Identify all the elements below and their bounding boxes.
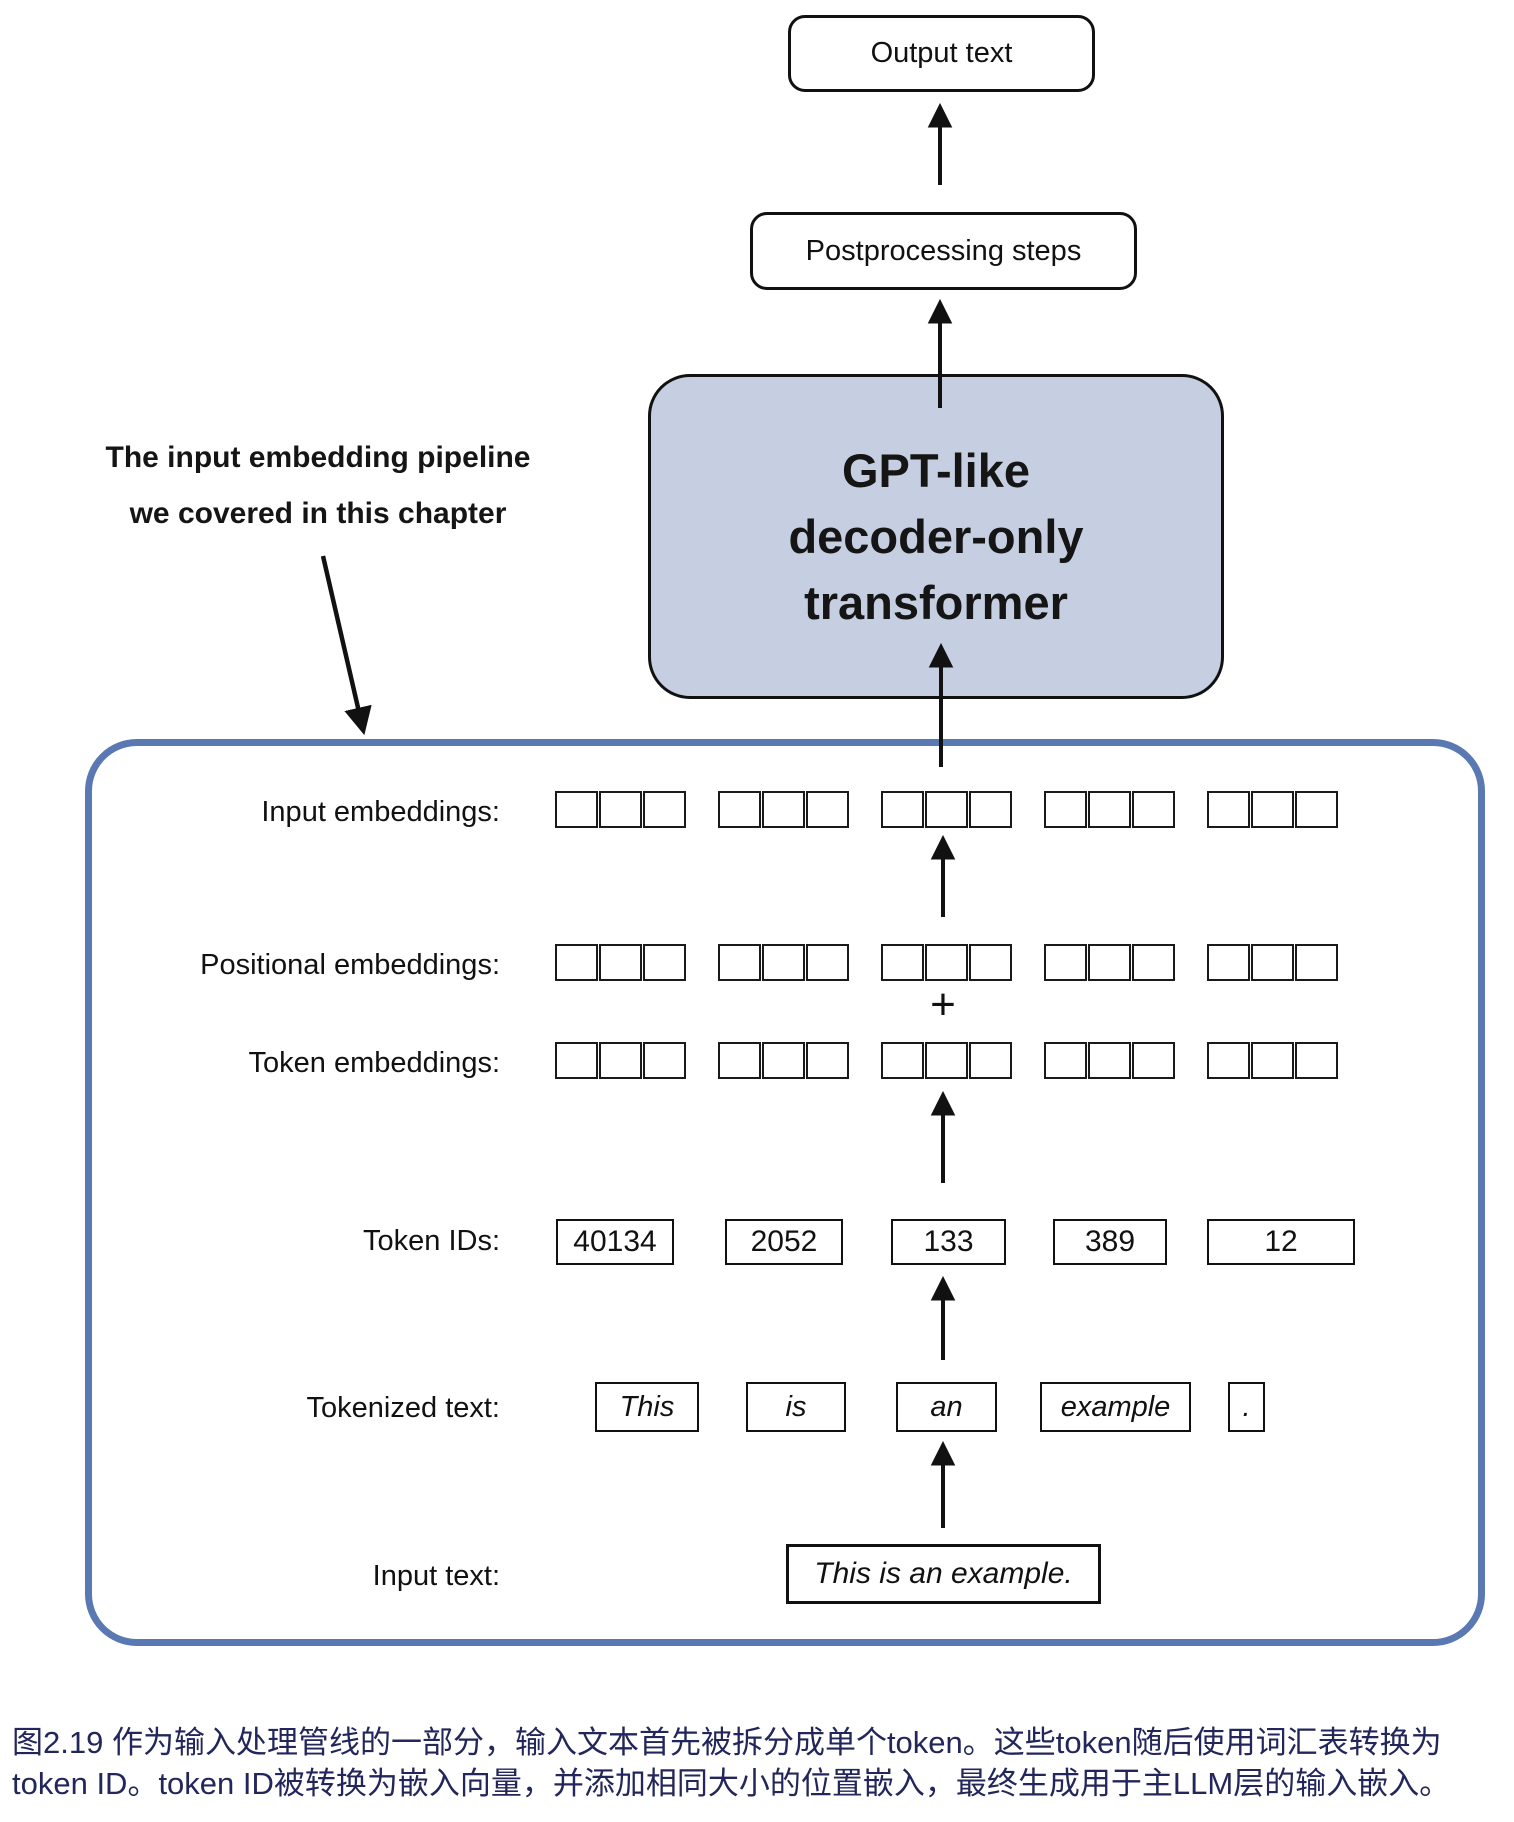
embedding-cell [599, 791, 642, 828]
token-id-box: 389 [1053, 1219, 1167, 1265]
embedding-vector-group [1207, 791, 1338, 828]
annotation-line2: we covered in this chapter [129, 497, 507, 530]
embedding-cell [1088, 1042, 1131, 1079]
annotation-line1: The input embedding pipeline [105, 441, 531, 474]
embedding-cell [1295, 944, 1338, 981]
transformer-line3: transformer [804, 575, 1068, 629]
input-text-label: Input text: [372, 1560, 500, 1592]
token-box: example [1040, 1382, 1191, 1432]
embedding-cell [1044, 1042, 1087, 1079]
token-id-box: 2052 [725, 1219, 843, 1265]
embedding-cell [599, 944, 642, 981]
embedding-vector-group [718, 1042, 849, 1079]
embedding-vector-group [1207, 944, 1338, 981]
embedding-cell [599, 1042, 642, 1079]
embedding-cell [1044, 791, 1087, 828]
caption-line2: token ID。token ID被转换为嵌入向量，并添加相同大小的位置嵌入，最… [12, 1766, 1451, 1801]
token-id-box: 133 [891, 1219, 1006, 1265]
caption-line1: 图2.19 作为输入处理管线的一部分，输入文本首先被拆分成单个token。这些t… [12, 1725, 1442, 1760]
embedding-cell [1088, 791, 1131, 828]
embedding-cell [1088, 944, 1131, 981]
embedding-cell [1132, 944, 1175, 981]
token-id-box: 12 [1207, 1219, 1355, 1265]
token-embeddings-row [555, 1042, 1345, 1079]
embedding-cell [1044, 944, 1087, 981]
token-box: . [1228, 1382, 1265, 1432]
input-embeddings-label: Input embeddings: [261, 796, 500, 828]
embedding-cell [555, 791, 598, 828]
embedding-cell [881, 791, 924, 828]
embedding-vector-group [881, 791, 1012, 828]
output-text-box: Output text [788, 15, 1095, 92]
embedding-vector-group [718, 944, 849, 981]
embedding-cell [1295, 791, 1338, 828]
token-box: This [595, 1382, 699, 1432]
embedding-cell [1207, 944, 1250, 981]
token-embeddings-label: Token embeddings: [248, 1047, 501, 1079]
embedding-cell [806, 944, 849, 981]
input-text-box: This is an example. [786, 1544, 1101, 1604]
token-ids-label: Token IDs: [363, 1225, 500, 1257]
plus-sign: + [930, 980, 956, 1029]
postprocessing-label: Postprocessing steps [805, 234, 1082, 267]
embedding-cell [1251, 791, 1294, 828]
token-box: is [746, 1382, 846, 1432]
embedding-pipeline-container [85, 739, 1485, 1646]
token-id-box: 40134 [556, 1219, 674, 1265]
embedding-cell [1132, 1042, 1175, 1079]
input-embeddings-row [555, 791, 1345, 828]
embedding-cell [762, 791, 805, 828]
transformer-box: GPT-like decoder-only transformer [648, 374, 1224, 699]
token-box: an [896, 1382, 997, 1432]
embedding-vector-group [555, 1042, 686, 1079]
tokenized-text-label: Tokenized text: [306, 1392, 500, 1424]
embedding-cell [1207, 1042, 1250, 1079]
annotation-text: The input embedding pipeline we covered … [62, 430, 574, 542]
embedding-cell [1251, 944, 1294, 981]
embedding-cell [718, 944, 761, 981]
transformer-line2: decoder-only [788, 509, 1084, 563]
embedding-vector-group [1044, 1042, 1175, 1079]
embedding-cell [762, 1042, 805, 1079]
embedding-cell [806, 1042, 849, 1079]
embedding-cell [925, 944, 968, 981]
embedding-cell [969, 791, 1012, 828]
embedding-cell [718, 791, 761, 828]
output-text-label: Output text [870, 37, 1013, 69]
embedding-cell [643, 1042, 686, 1079]
embedding-vector-group [718, 791, 849, 828]
embedding-vector-group [1207, 1042, 1338, 1079]
embedding-vector-group [1044, 944, 1175, 981]
embedding-vector-group [555, 791, 686, 828]
embedding-cell [555, 1042, 598, 1079]
embedding-vector-group [1044, 791, 1175, 828]
embedding-vector-group [881, 1042, 1012, 1079]
embedding-cell [555, 944, 598, 981]
embedding-cell [762, 944, 805, 981]
embedding-cell [1251, 1042, 1294, 1079]
embedding-cell [881, 1042, 924, 1079]
embedding-cell [643, 944, 686, 981]
embedding-cell [925, 791, 968, 828]
positional-embeddings-row [555, 944, 1345, 981]
embedding-cell [718, 1042, 761, 1079]
embedding-cell [1295, 1042, 1338, 1079]
embedding-vector-group [881, 944, 1012, 981]
embedding-cell [925, 1042, 968, 1079]
embedding-cell [643, 791, 686, 828]
embedding-vector-group [555, 944, 686, 981]
annotation-arrow [320, 555, 372, 736]
postprocessing-box: Postprocessing steps [750, 212, 1137, 290]
embedding-cell [1207, 791, 1250, 828]
figure-caption: 图2.19 作为输入处理管线的一部分，输入文本首先被拆分成单个token。这些t… [12, 1722, 1506, 1804]
embedding-cell [806, 791, 849, 828]
positional-embeddings-label: Positional embeddings: [200, 949, 500, 981]
embedding-cell [969, 1042, 1012, 1079]
embedding-cell [969, 944, 1012, 981]
embedding-cell [881, 944, 924, 981]
embedding-cell [1132, 791, 1175, 828]
transformer-line1: GPT-like [841, 443, 1031, 497]
